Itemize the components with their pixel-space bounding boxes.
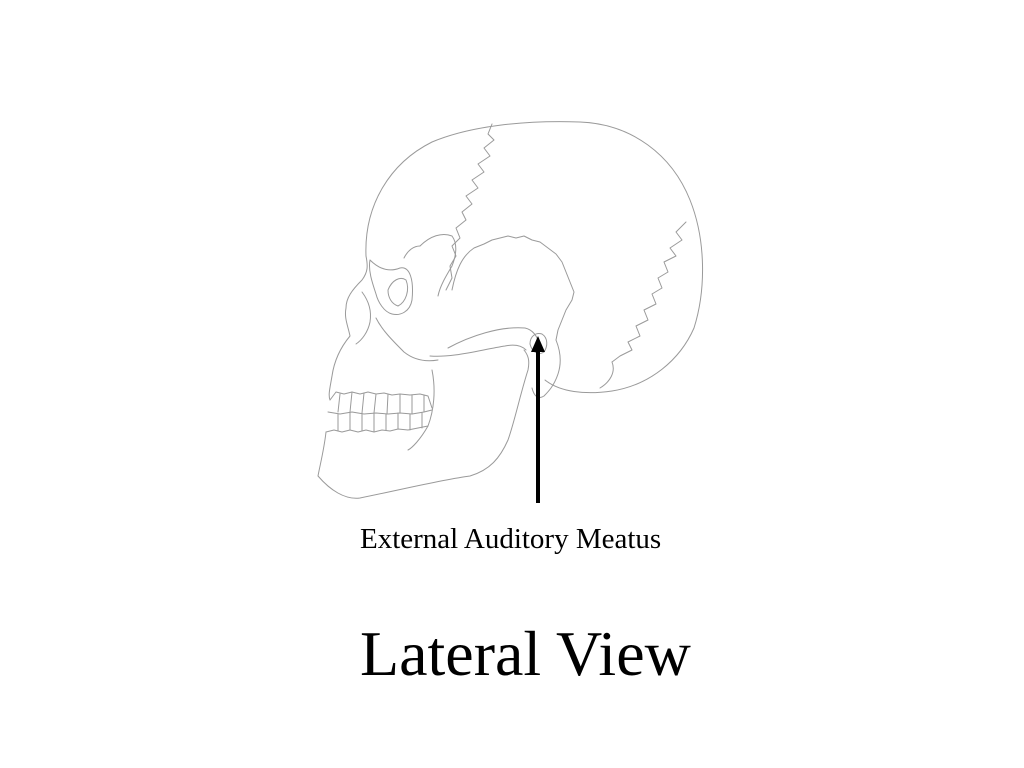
frontozygomatic-line <box>403 245 421 259</box>
mandible-ramus <box>407 369 435 451</box>
face-profile <box>328 255 368 401</box>
slide-title: Lateral View <box>360 618 691 689</box>
maxilla-line <box>375 317 439 362</box>
zygomatic-arch <box>447 327 541 349</box>
squamosal-suture <box>451 235 575 341</box>
sphenoid-wing <box>419 233 457 297</box>
upper-tooth-separators <box>337 391 425 415</box>
orbit-inner <box>387 277 409 307</box>
nasal-area <box>355 291 371 345</box>
meatus-label: External Auditory Meatus <box>360 523 662 555</box>
cranium-outline <box>365 121 703 394</box>
teeth-occlusal-line <box>327 409 433 415</box>
mandible-outline <box>317 349 530 499</box>
coronal-suture <box>445 123 495 291</box>
lambdoid-suture <box>611 221 687 363</box>
zygomatic-lower <box>429 344 527 357</box>
occipital-lower <box>599 361 614 389</box>
upper-teeth <box>329 391 433 409</box>
arrow-up-icon <box>531 336 545 503</box>
orbit-outline <box>369 259 413 315</box>
lower-teeth <box>325 425 429 433</box>
lower-tooth-separators <box>337 411 423 433</box>
meatus-opening <box>529 333 548 355</box>
